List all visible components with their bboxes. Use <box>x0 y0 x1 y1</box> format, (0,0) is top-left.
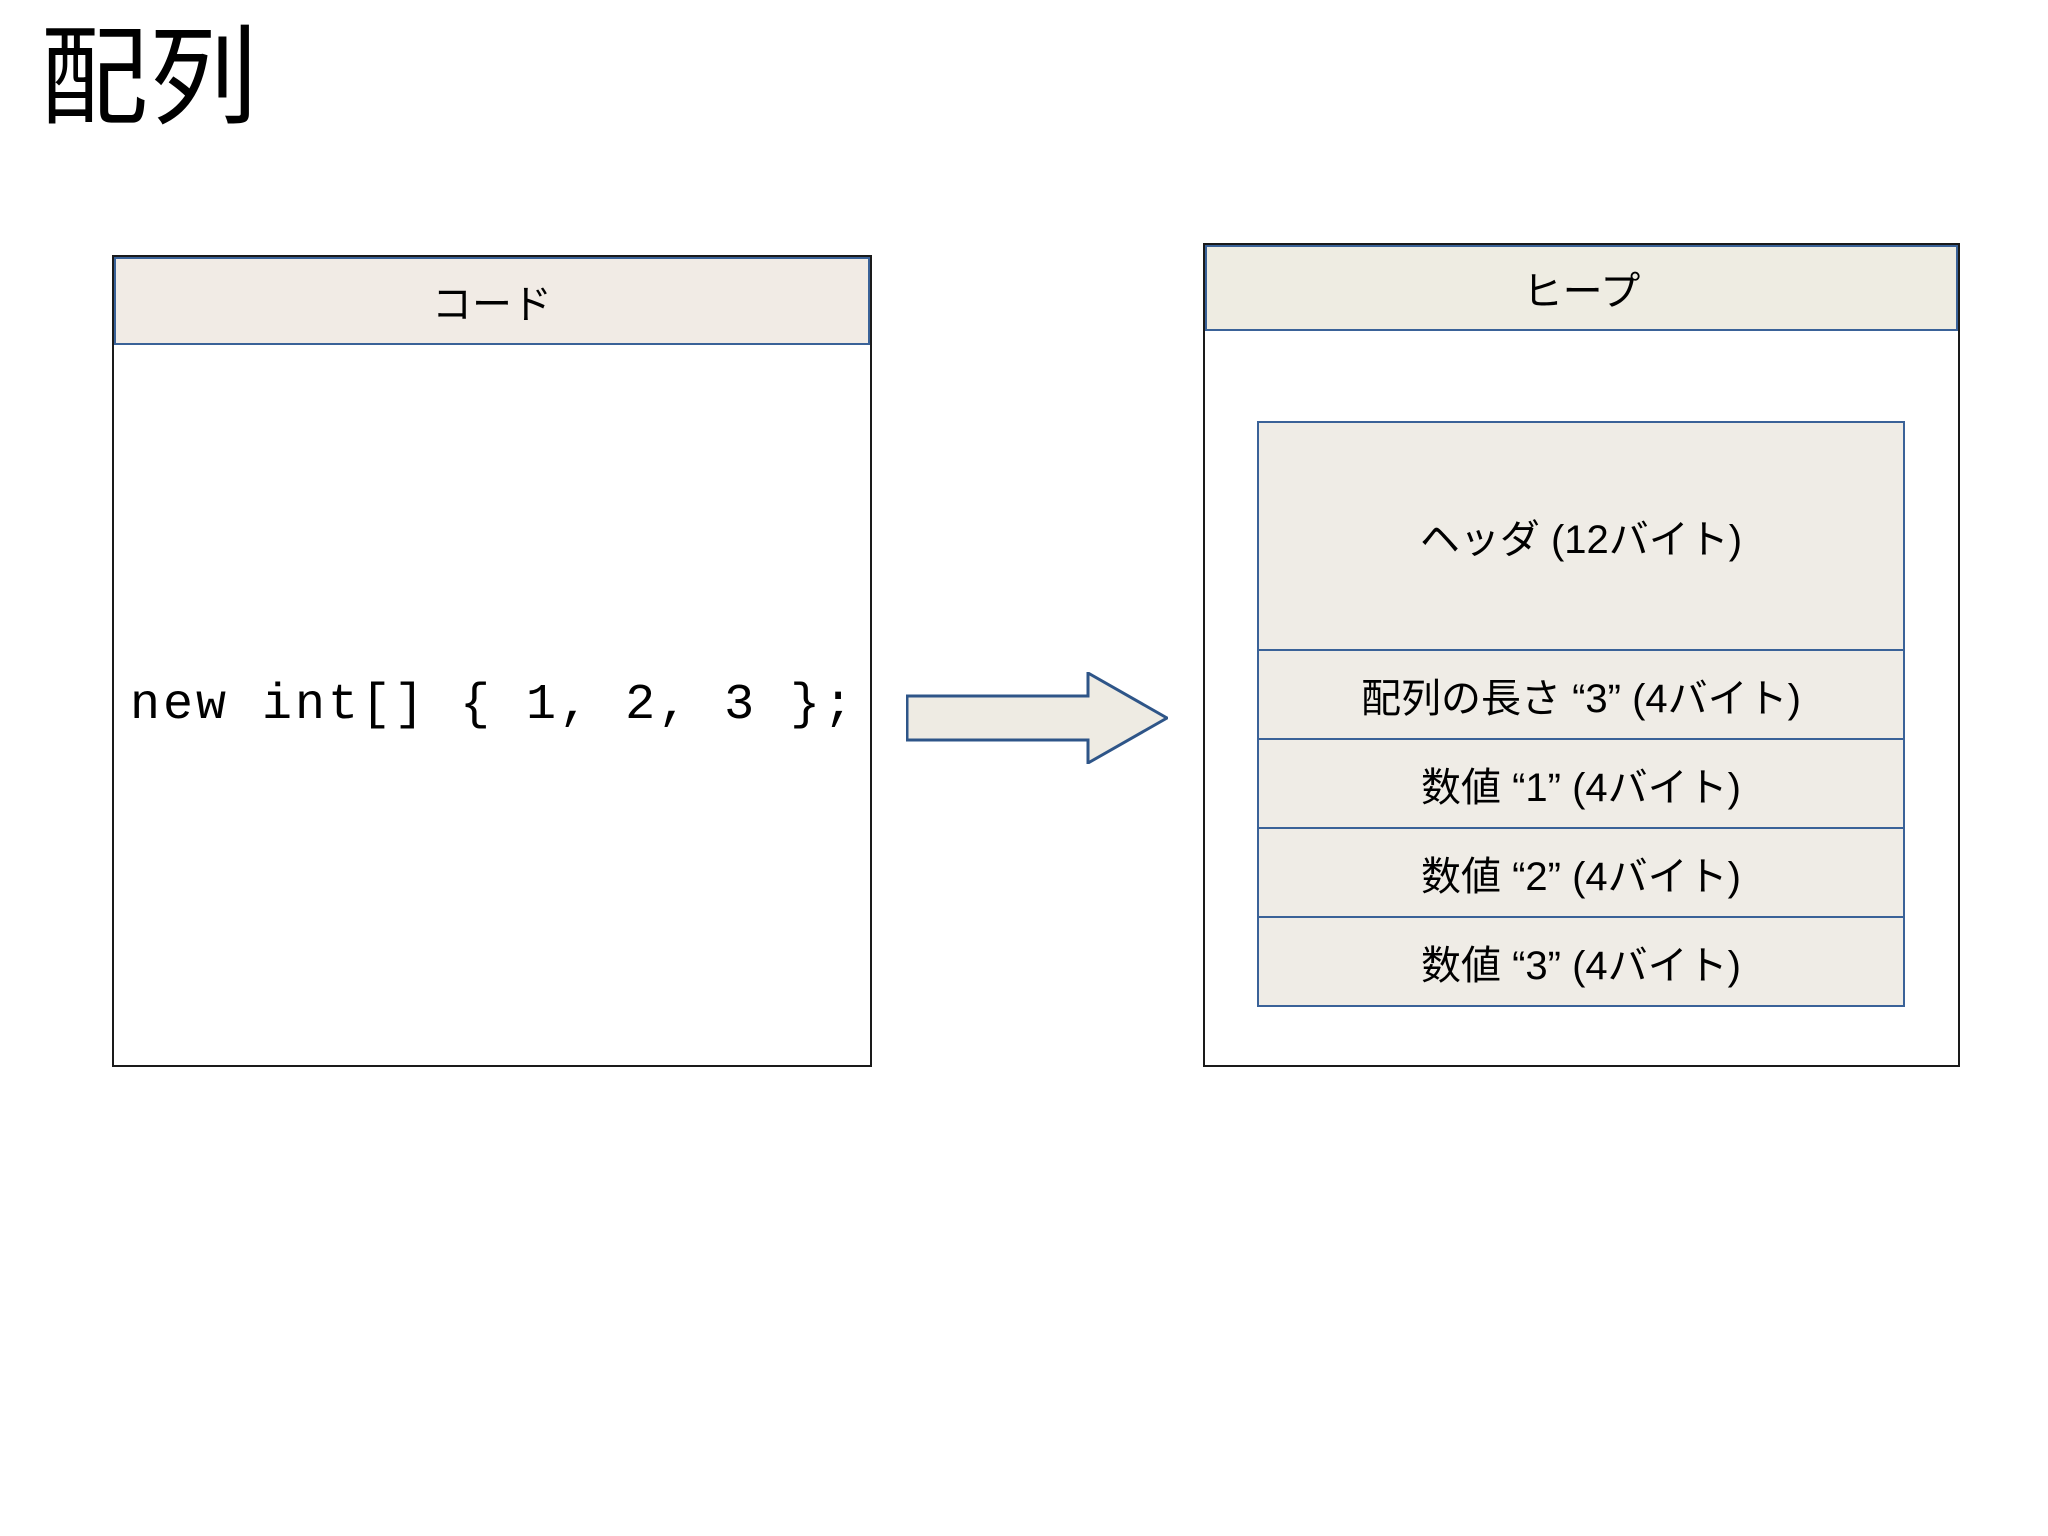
memory-row-array-length: 配列の長さ “3” (4バイト) <box>1257 651 1905 740</box>
memory-row-label: 配列の長さ “3” (4バイト) <box>1361 676 1801 721</box>
right-arrow-polygon <box>906 672 1168 764</box>
page-title: 配列 <box>40 17 259 138</box>
code-snippet: new int[] { 1, 2, 3 }; <box>130 676 857 734</box>
memory-row-label: ヘッダ (12バイト) <box>1419 518 1743 562</box>
memory-row-label: 数値 “3” (4バイト) <box>1421 943 1741 988</box>
code-panel-header: コード <box>114 257 870 345</box>
heap-panel-body: ヘッダ (12バイト) 配列の長さ “3” (4バイト) 数値 “1” (4バイ… <box>1205 331 1958 1065</box>
heap-panel-header: ヒープ <box>1205 245 1958 331</box>
memory-row-label: 数値 “1” (4バイト) <box>1421 765 1741 810</box>
heap-panel: ヒープ ヘッダ (12バイト) 配列の長さ “3” (4バイト) 数値 “1” … <box>1203 243 1960 1067</box>
memory-row-label: 数値 “2” (4バイト) <box>1421 854 1741 899</box>
heap-panel-header-label: ヒープ <box>1522 270 1641 314</box>
memory-row-header-block: ヘッダ (12バイト) <box>1257 421 1905 651</box>
code-panel: コード new int[] { 1, 2, 3 }; <box>112 255 872 1067</box>
code-panel-header-label: コード <box>432 283 552 327</box>
memory-layout-table: ヘッダ (12バイト) 配列の長さ “3” (4バイト) 数値 “1” (4バイ… <box>1257 421 1905 1007</box>
right-arrow-shape <box>906 672 1168 764</box>
memory-row-value-2: 数値 “2” (4バイト) <box>1257 829 1905 918</box>
right-arrow-icon <box>906 672 1168 764</box>
memory-row-value-1: 数値 “1” (4バイト) <box>1257 740 1905 829</box>
code-panel-body: new int[] { 1, 2, 3 }; <box>114 345 870 1065</box>
memory-row-value-3: 数値 “3” (4バイト) <box>1257 918 1905 1007</box>
